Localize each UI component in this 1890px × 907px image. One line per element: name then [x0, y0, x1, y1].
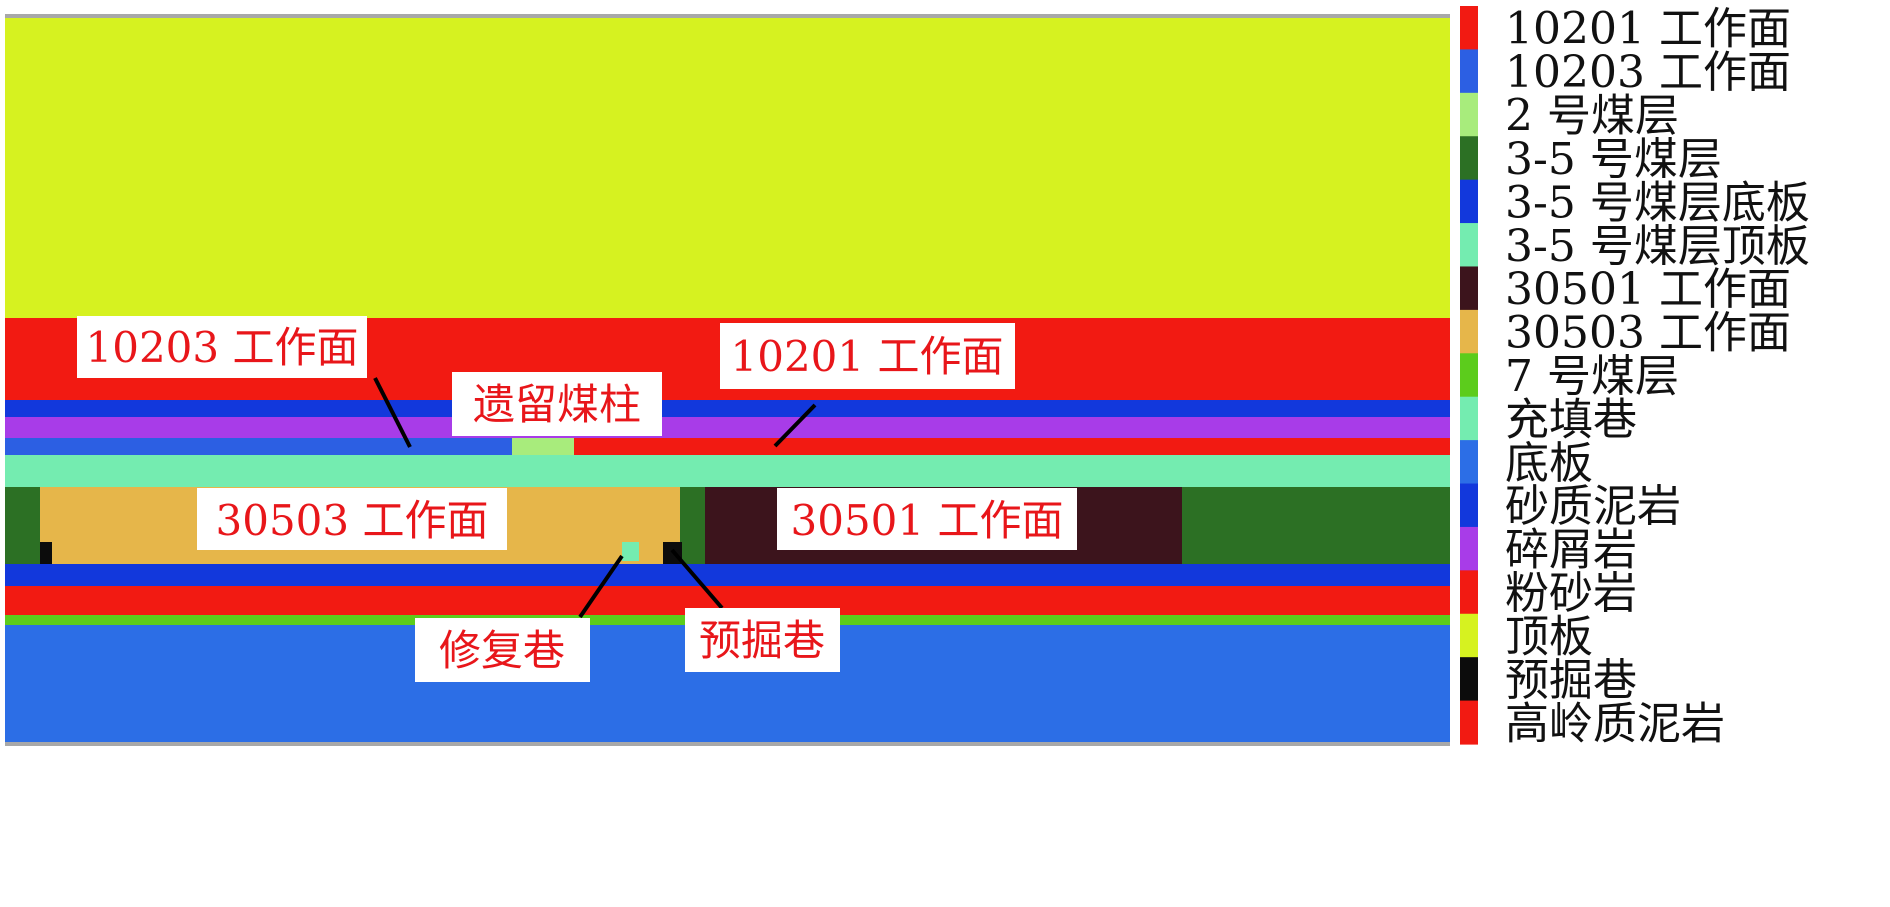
- legend-label: 2 号煤层: [1505, 91, 1679, 142]
- legend-swatch: [1460, 266, 1478, 311]
- callout-repair-roadway: 修复巷: [415, 618, 590, 682]
- legend-label: 砂质泥岩: [1505, 481, 1681, 532]
- leader-line-10203: [373, 377, 412, 448]
- leader-line-10201: [773, 403, 817, 448]
- legend-label: 粉砂岩: [1505, 568, 1637, 619]
- leader-line-repair-roadway: [578, 554, 624, 619]
- panel-10201-face: [574, 438, 1450, 455]
- callout-text: 10203 工作面: [86, 323, 359, 372]
- callout-text: 10201 工作面: [731, 332, 1004, 381]
- repair-roadway-block: [622, 542, 639, 561]
- callout-box: [720, 323, 1015, 389]
- legend-swatch: [1460, 6, 1478, 51]
- legend-swatch: [1460, 179, 1478, 224]
- legend-swatch: [1460, 353, 1478, 398]
- legend-swatch: [1460, 526, 1478, 571]
- layer-blue-sandy-mudstone: [5, 400, 1450, 417]
- legend-swatch: [1460, 657, 1478, 702]
- panel-10203-face: [5, 438, 512, 455]
- legend-label: 3-5 号煤层底板: [1505, 177, 1810, 228]
- layer-cyan-roof-3-5: [5, 455, 1450, 487]
- legend-swatch: [1460, 483, 1478, 528]
- legend-label: 30501 工作面: [1505, 264, 1791, 315]
- layer-purple-clastic: [5, 417, 1450, 438]
- legend-swatch: [1460, 570, 1478, 615]
- legend-swatch: [1460, 49, 1478, 94]
- callout-text: 预掘巷: [699, 616, 825, 665]
- legend-swatch: [1460, 700, 1478, 745]
- leader-line-pre-driven-roadway: [670, 548, 724, 610]
- remnant-coal-pillar: [512, 438, 574, 455]
- callout-box: [197, 488, 507, 550]
- legend-label: 30503 工作面: [1505, 308, 1791, 359]
- legend-label: 顶板: [1505, 611, 1593, 662]
- callout-box: [452, 372, 662, 436]
- legend-swatch: [1460, 613, 1478, 658]
- legend-label: 10203 工作面: [1505, 47, 1791, 98]
- legend-label: 3-5 号煤层: [1505, 134, 1722, 185]
- legend-swatch: [1460, 223, 1478, 268]
- callout-30501: 30501 工作面: [777, 488, 1077, 550]
- legend-swatch: [1460, 92, 1478, 137]
- legend-label: 底板: [1505, 438, 1593, 489]
- legend-swatch: [1460, 440, 1478, 485]
- legend-label: 7 号煤层: [1505, 351, 1679, 402]
- pre-driven-roadway-left: [40, 542, 52, 564]
- callout-10203: 10203 工作面: [77, 316, 367, 378]
- callout-pre-driven-roadway: 预掘巷: [685, 608, 840, 672]
- layer-blue-floor-3-5: [5, 564, 1450, 586]
- legend-label: 3-5 号煤层顶板: [1505, 221, 1810, 272]
- callout-box: [415, 618, 590, 682]
- model-bottom-border: [5, 742, 1450, 746]
- callout-text: 30501 工作面: [791, 496, 1064, 545]
- layer-roof-yellow: [5, 18, 1450, 318]
- callout-box: [777, 488, 1077, 550]
- callout-text: 30503 工作面: [216, 496, 489, 545]
- legend-label: 10201 工作面: [1505, 4, 1791, 55]
- legend-label: 充填巷: [1505, 394, 1637, 445]
- legend-label: 预掘巷: [1505, 655, 1637, 706]
- model-top-border: [5, 14, 1450, 18]
- callout-box: [77, 316, 367, 378]
- leader-lines: [373, 377, 817, 619]
- legend-swatch: [1460, 136, 1478, 181]
- legend-label: 碎屑岩: [1505, 525, 1637, 576]
- callout-10201: 10201 工作面: [720, 323, 1015, 389]
- callout-text: 修复巷: [439, 626, 565, 675]
- legend-swatch: [1460, 309, 1478, 354]
- callout-text: 遗留煤柱: [473, 380, 641, 429]
- callout-remnant-pillar: 遗留煤柱: [452, 372, 662, 436]
- legend-label: 高岭质泥岩: [1505, 698, 1725, 749]
- legend-swatch: [1460, 396, 1478, 441]
- callout-30503: 30503 工作面: [197, 488, 507, 550]
- callout-box: [685, 608, 840, 672]
